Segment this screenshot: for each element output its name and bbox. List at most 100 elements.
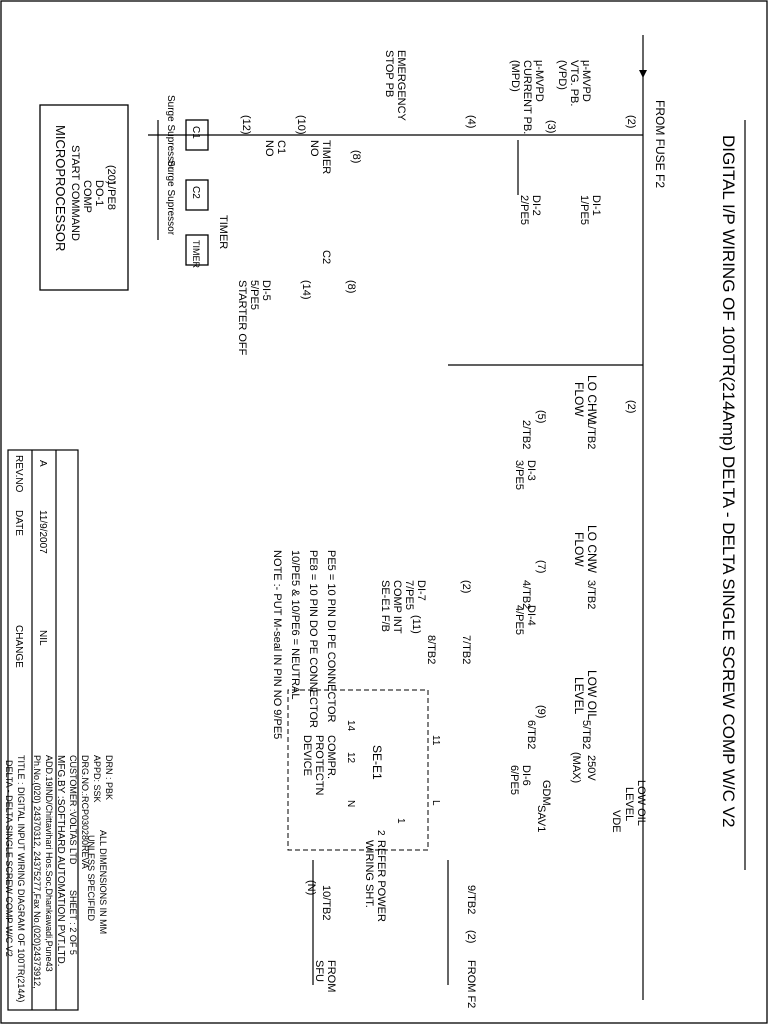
- low-oil-l2: LEVEL: [572, 677, 586, 715]
- wire-9: (9): [535, 705, 547, 718]
- wire-20: (20): [105, 165, 117, 185]
- pin-11: 11: [430, 735, 441, 746]
- tb-title1: TITLE : DIGITAL INPUT WIRING DIAGRAM OF …: [16, 755, 26, 1002]
- page-title: DIGITAL I/P WIRING OF 100TR(214Amp) DELT…: [719, 135, 738, 827]
- di5-l3: STARTER OFF: [236, 280, 248, 356]
- pin-1: 1: [395, 818, 406, 824]
- tb-dims2: UNLESS SPECIFIED: [86, 835, 96, 922]
- pin-12: 12: [345, 752, 356, 764]
- tb-ph: Ph.No.(020) 24370312, 24375277,Fax No.(0…: [32, 755, 42, 989]
- supply-label: FROM FUSE F2: [653, 100, 667, 188]
- refer-l1: REFER POWER: [375, 840, 387, 922]
- tb6: 6/TB2: [525, 720, 537, 749]
- vtg-pb-l1: μ-MVPD: [580, 60, 592, 102]
- tb-mfg: MFG.BY :SOFTHARD AUTOMATION PVT.LTD.: [55, 755, 66, 967]
- wire-2: (2): [625, 115, 637, 128]
- di2-l1: DI-2: [530, 195, 542, 216]
- comp-protect-l1: COMPR.: [325, 735, 337, 779]
- timer-coil: [185, 234, 209, 266]
- note-4: NOTE :- PUT M-seal IN PIN NO 9/PE5: [271, 550, 283, 739]
- supply-arrow: [639, 70, 647, 78]
- pin-14: 14: [345, 720, 356, 732]
- wire-2-tb9: (2): [465, 930, 477, 943]
- tb-drn: DRN : PBK: [104, 755, 114, 800]
- se-e1-label: SE-E1: [370, 745, 384, 780]
- vtg-pb-l3: (VPD): [556, 60, 568, 90]
- di3-l1: DI-3: [525, 460, 537, 481]
- se-e1-box: [287, 689, 429, 851]
- rev-header: REV.NO: [13, 455, 24, 493]
- timer-coil-label-top: TIMER: [217, 215, 229, 249]
- tb-sheet: SHEET : 2 OF 5: [68, 890, 78, 955]
- tb5: 5/TB2: [580, 720, 592, 749]
- c1-coil: [185, 119, 209, 151]
- micro-l1: 1/PE8: [105, 180, 117, 210]
- sav1: SAV1: [535, 805, 547, 832]
- lo-cnw-l2: FLOW: [572, 532, 586, 567]
- timer-no-l2: NO: [308, 140, 320, 157]
- tb-dims1: ALL DIMENSIONS IN MM: [98, 830, 108, 934]
- c2-coil: [185, 179, 209, 211]
- di2-l2: 2/PE5: [518, 195, 530, 225]
- pin-l: L: [430, 800, 441, 806]
- di5-l1: DI-5: [260, 280, 272, 301]
- date-header: DATE: [13, 510, 24, 536]
- from-f2: FROM F2: [465, 960, 477, 1008]
- current-pb-l3: (MPD): [509, 60, 521, 92]
- micro-l3: COMP: [81, 180, 93, 213]
- note-1: PE5 = 10 PIN DI PE CONNECTOR: [325, 550, 337, 723]
- pin-2: 2: [375, 830, 386, 836]
- wire-12: (12): [240, 115, 252, 135]
- di7-l2: 7/PE5: [403, 580, 415, 610]
- di1-l1: DI-1: [590, 195, 602, 216]
- micro-l5: MICROPROCESSOR: [53, 125, 68, 251]
- wire-2-se: (2): [460, 580, 472, 593]
- vde: VDE: [610, 810, 622, 833]
- refer-l2: WIRING SHT.: [363, 840, 375, 908]
- tb-title2: DELTA - DELTA SINGLE SCREW COMP W/C V2: [4, 760, 14, 957]
- low-oil-l1: LOW OIL: [585, 670, 599, 720]
- c1-no-l2: NO: [263, 140, 275, 157]
- tb4: 4/TB2: [520, 580, 532, 609]
- tb8: 8/TB2: [425, 635, 437, 664]
- wire-10: (10): [295, 115, 307, 135]
- date-value: 11/9/2007: [37, 510, 48, 554]
- wire-7: (7): [535, 560, 547, 573]
- change-value: NIL: [37, 630, 48, 646]
- c1-no-l1: C1: [275, 140, 287, 154]
- from-sfu-2: SFU: [313, 960, 325, 982]
- di5-l2: 5/PE5: [248, 280, 260, 310]
- tb10: 10/TB2: [320, 885, 332, 920]
- tb-customer: CUSTOMER :VOLTAS LTD: [68, 755, 78, 865]
- current-pb-l1: μ-MVPD: [533, 60, 545, 102]
- tb-appd: APPD: SSK: [92, 755, 102, 803]
- c2-contact: C2: [320, 250, 332, 264]
- di6-l1: DI-6: [520, 765, 532, 786]
- micro-l2: DO-1: [93, 180, 105, 206]
- timer-no-l1: TIMER: [320, 140, 332, 174]
- tb1: 1/TB2: [585, 420, 597, 449]
- drawing: DIGITAL I/P WIRING OF 100TR(214Amp) DELT…: [4, 35, 738, 1011]
- c2-coil-label: C2: [190, 186, 201, 199]
- low-oil-level-l2: LEVEL: [623, 787, 635, 821]
- surge-2: Surge Supressor: [165, 160, 176, 236]
- di6-l2: 6/PE5: [508, 765, 520, 795]
- wire-14: (14): [300, 280, 312, 300]
- di7-l1: DI-7: [415, 580, 427, 601]
- lo-chw-l1: LO CHW: [585, 375, 599, 424]
- wire-11: (11): [410, 615, 422, 634]
- lo-cnw-l1: LO CNW: [585, 525, 599, 574]
- di3-l2: 3/PE5: [513, 460, 525, 490]
- revision-table: [7, 449, 79, 1011]
- wire-3: (3): [545, 120, 557, 133]
- surge-1: Surge Supressor: [165, 95, 176, 171]
- tb-drg: DRG.NO.:RCP030280REVA: [80, 755, 90, 869]
- tb-add: ADD.19IND/Chittavihari Hos.Soc,Dhankawad…: [44, 755, 54, 972]
- low-oil-level-l1: LOW OIL: [635, 780, 647, 826]
- di7-l3: COMP INT: [391, 580, 403, 634]
- comp-protect-l3: DEVICE: [301, 735, 313, 776]
- pin-n: N: [345, 800, 356, 807]
- tb2: 2/TB2: [520, 420, 532, 449]
